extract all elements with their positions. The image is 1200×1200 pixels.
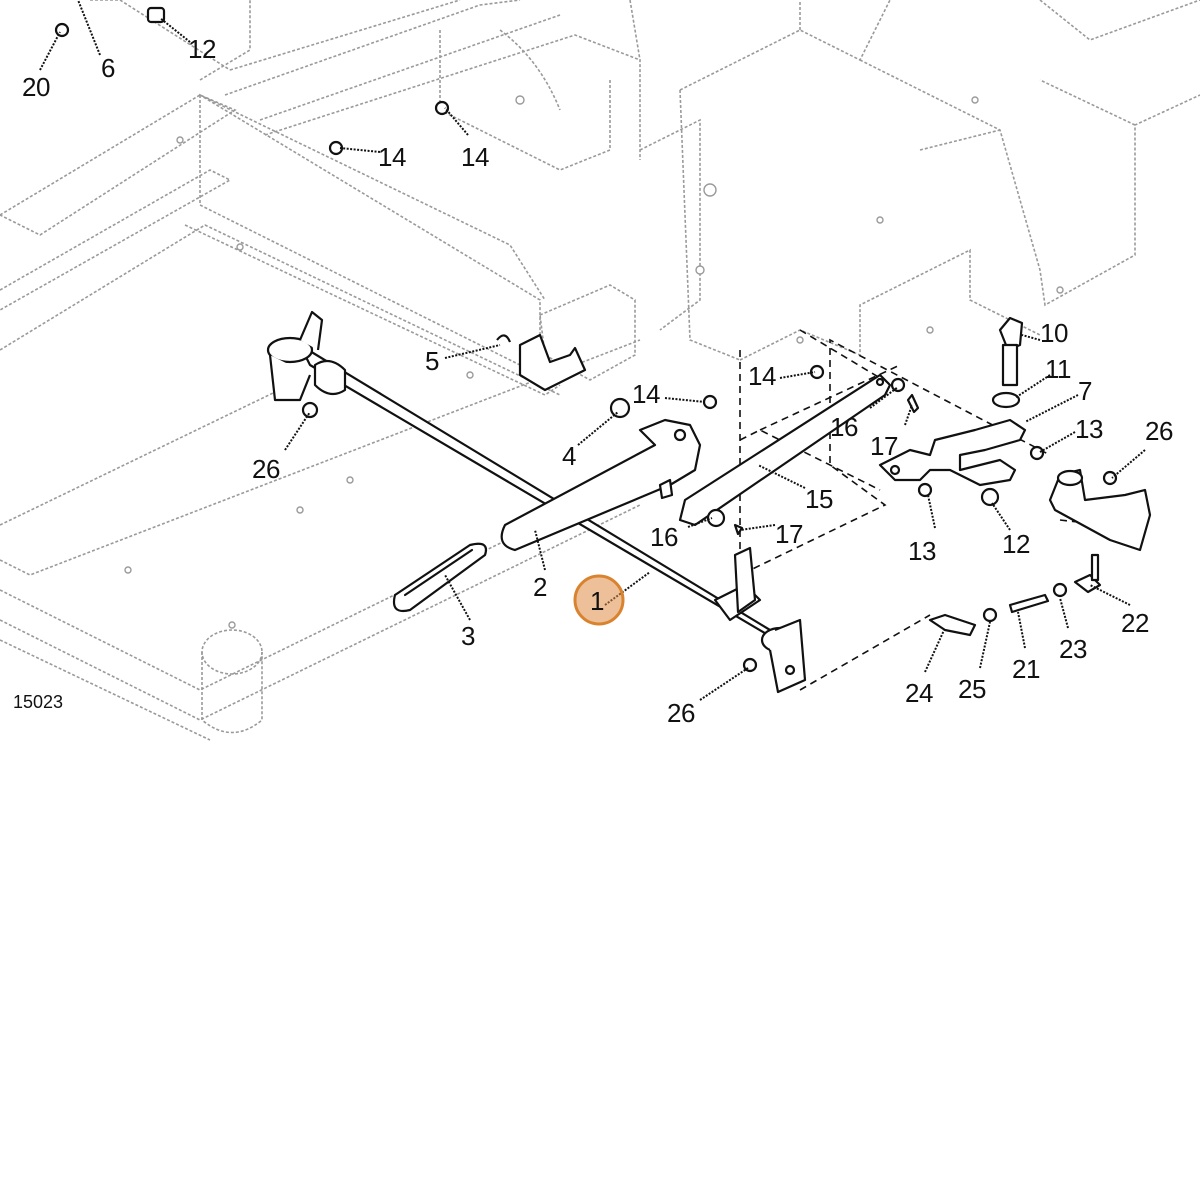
callout-13-b[interactable]: 13 <box>908 536 936 566</box>
callout-14-c[interactable]: 14 <box>632 379 660 409</box>
leader-lines <box>39 0 1146 701</box>
callout-17-a[interactable]: 17 <box>870 431 898 461</box>
callout-7[interactable]: 7 <box>1078 376 1093 406</box>
callout-16-b[interactable]: 16 <box>650 522 678 552</box>
callout-14-a[interactable]: 14 <box>378 142 406 172</box>
callout-15[interactable]: 15 <box>805 484 833 514</box>
callout-6[interactable]: 6 <box>101 53 116 83</box>
callout-24[interactable]: 24 <box>905 678 933 708</box>
callout-25[interactable]: 25 <box>958 674 986 704</box>
selected-callout-highlight[interactable] <box>573 574 625 626</box>
link-rod <box>678 373 892 527</box>
callout-4[interactable]: 4 <box>562 441 577 471</box>
callout-2[interactable]: 2 <box>533 572 548 602</box>
callout-13-a[interactable]: 13 <box>1075 414 1103 444</box>
bolt-and-washer <box>991 316 1024 409</box>
callout-14-b[interactable]: 14 <box>461 142 489 172</box>
callout-20[interactable]: 20 <box>22 72 50 102</box>
callout-12-b[interactable]: 12 <box>1002 529 1030 559</box>
callout-21[interactable]: 21 <box>1012 654 1040 684</box>
callout-14-d[interactable]: 14 <box>748 361 776 391</box>
callout-11[interactable]: 11 <box>1045 354 1072 384</box>
callout-17-b[interactable]: 17 <box>775 519 803 549</box>
wear-pad <box>392 542 488 613</box>
callout-22[interactable]: 22 <box>1121 608 1149 638</box>
callout-26-left[interactable]: 26 <box>252 454 280 484</box>
callout-12-top[interactable]: 12 <box>188 34 216 64</box>
lift-arm <box>500 418 702 552</box>
pivot-bracket <box>1048 468 1152 552</box>
figure-number: 15023 <box>13 692 63 712</box>
callout-labels: 20 6 12 14 14 5 26 4 14 14 10 11 7 16 17… <box>13 34 1173 728</box>
callout-26-bottom[interactable]: 26 <box>667 698 695 728</box>
frame-background <box>0 0 1200 741</box>
callout-1[interactable]: 1 <box>590 586 605 616</box>
callout-5[interactable]: 5 <box>425 346 440 376</box>
callout-23[interactable]: 23 <box>1059 634 1087 664</box>
callout-3[interactable]: 3 <box>461 621 476 651</box>
hardware <box>54 6 1118 673</box>
callout-26-right[interactable]: 26 <box>1145 416 1173 446</box>
mount-bracket <box>878 418 1027 487</box>
callout-10[interactable]: 10 <box>1040 318 1068 348</box>
callout-16-a[interactable]: 16 <box>830 412 858 442</box>
rockshaft-assembly <box>266 310 807 694</box>
